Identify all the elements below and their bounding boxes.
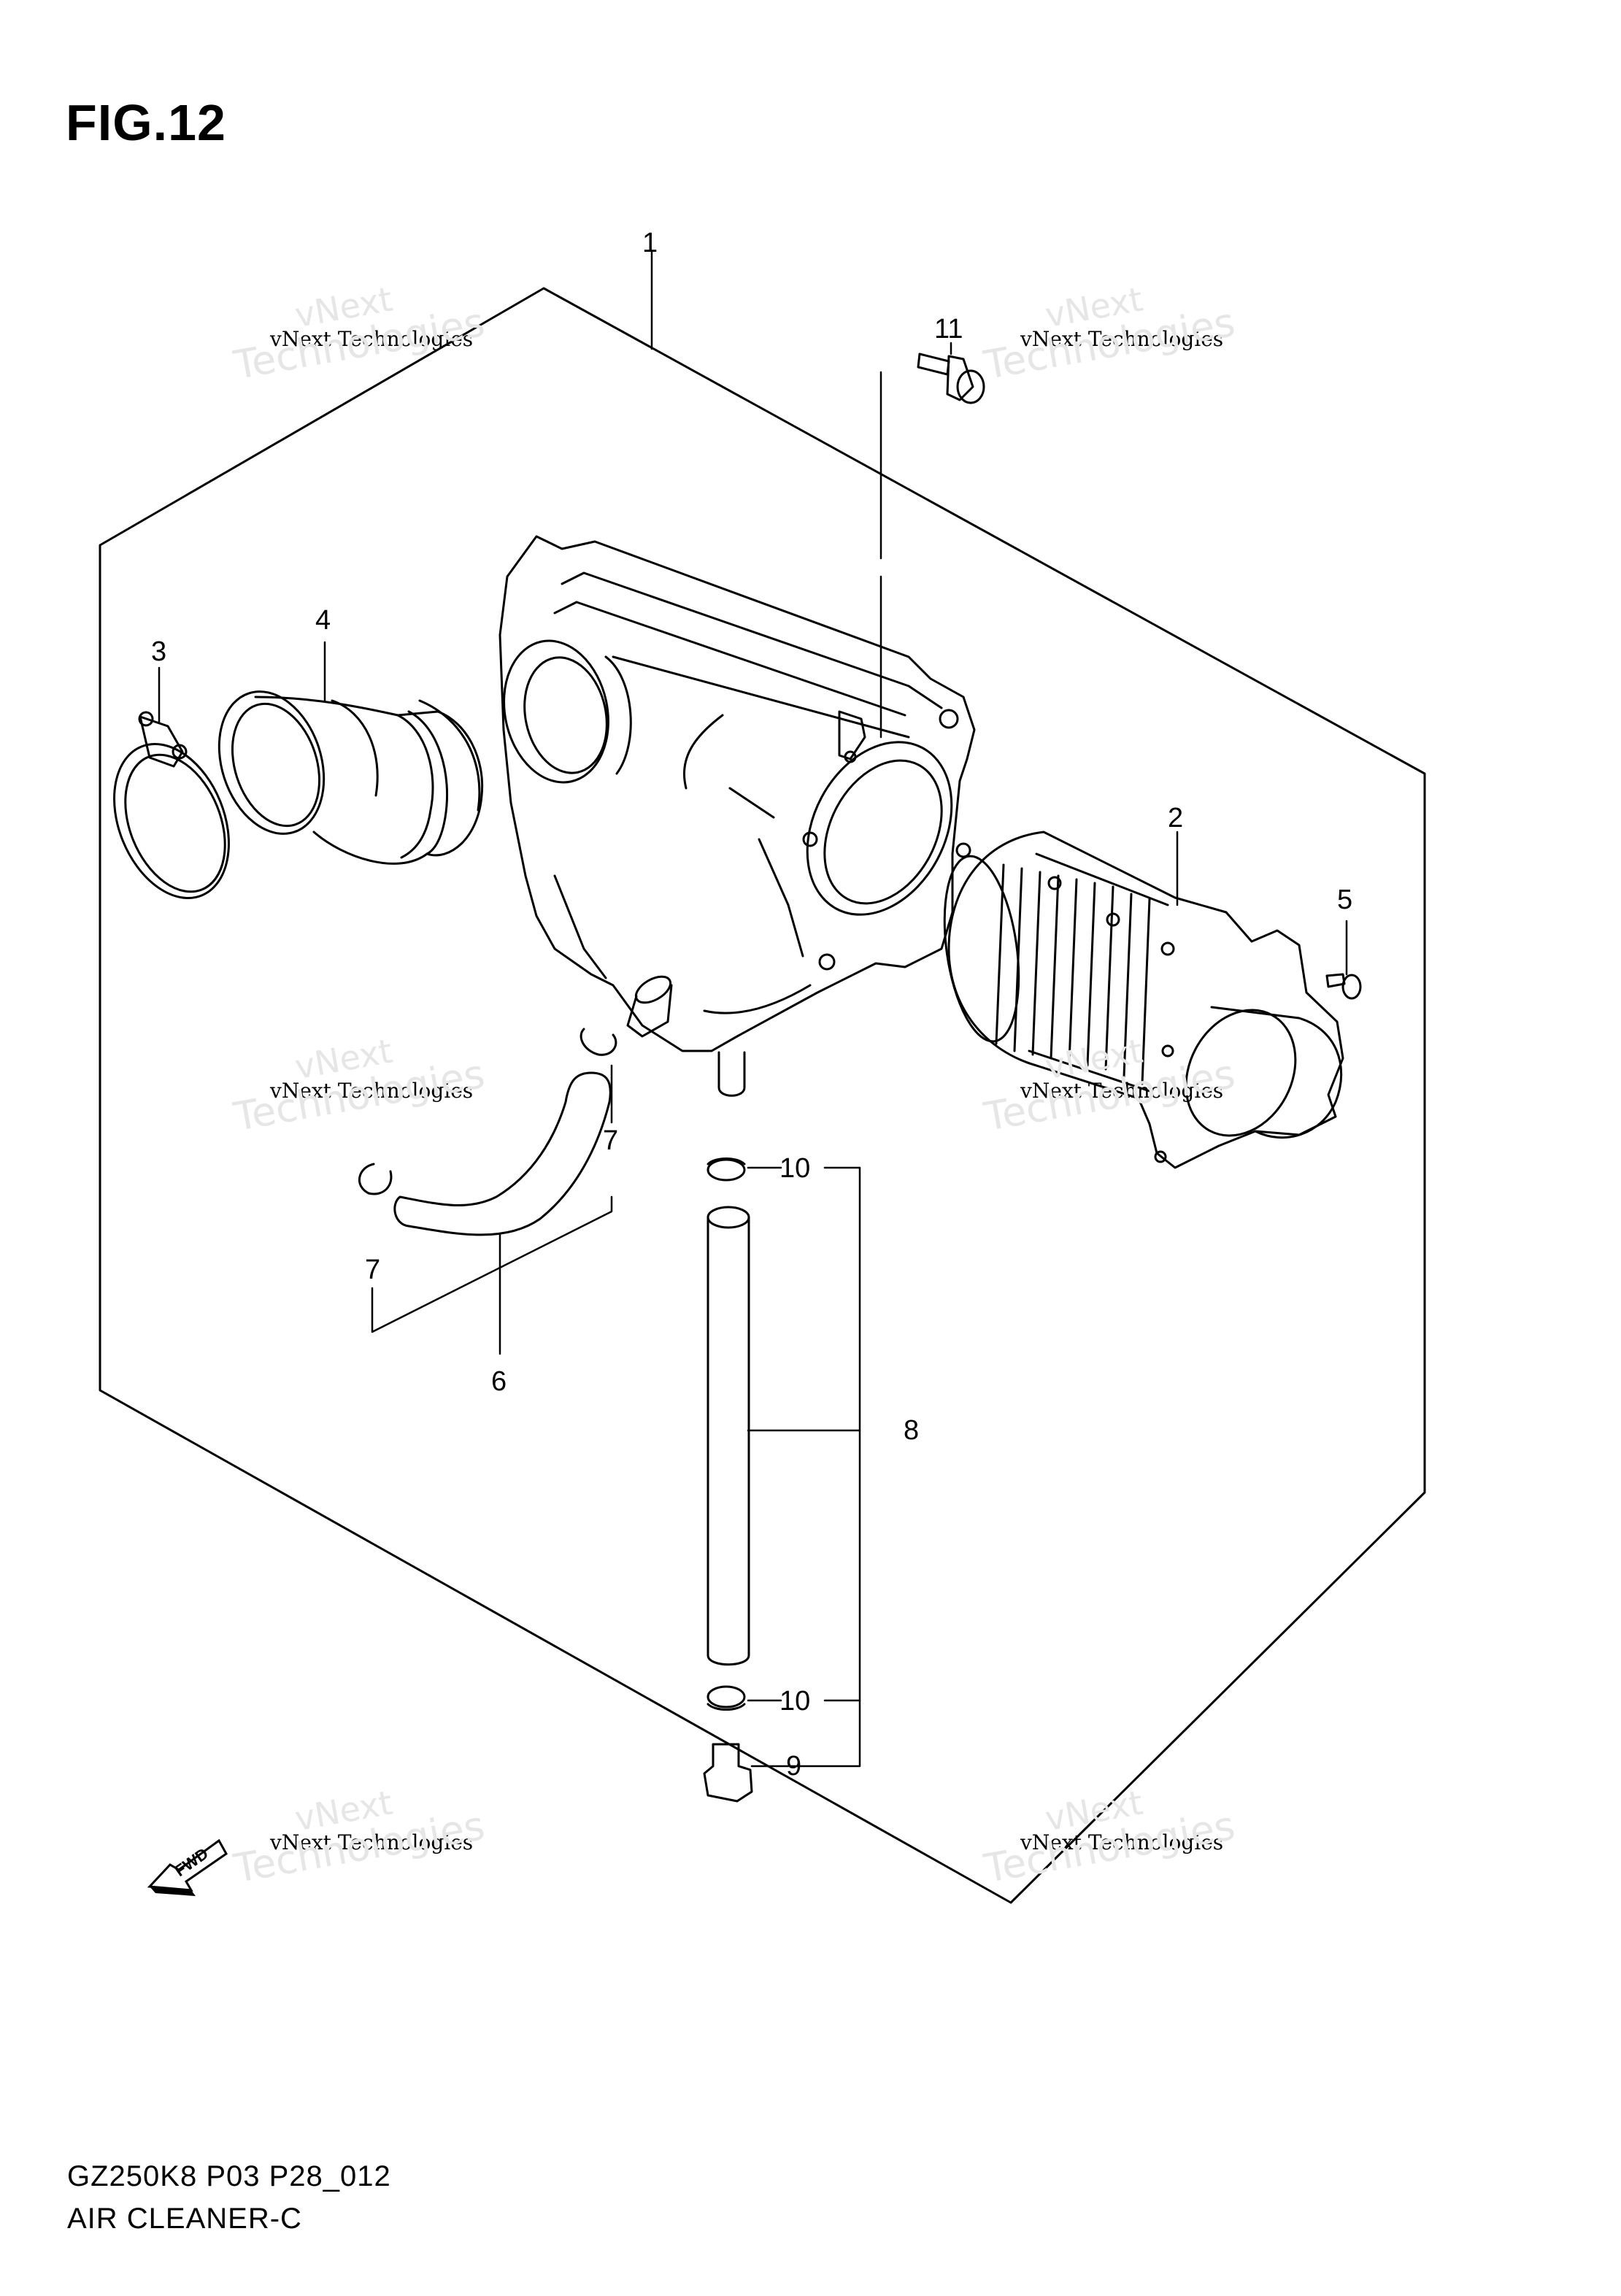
figure-title: FIG.12 — [66, 94, 226, 151]
callout-4: 4 — [315, 605, 331, 636]
intake-duct — [217, 690, 484, 865]
air-cleaner-case — [498, 535, 976, 1097]
callout-7b: 7 — [365, 1255, 380, 1285]
clamp-band — [113, 711, 230, 899]
leader-lines — [158, 250, 1348, 1768]
callout-11: 11 — [934, 314, 963, 344]
breather-hose — [358, 1028, 617, 1236]
callout-5: 5 — [1337, 885, 1352, 915]
callout-8: 8 — [904, 1415, 919, 1446]
callout-7a: 7 — [603, 1125, 618, 1156]
drain-tube-assembly — [703, 1157, 753, 1803]
bolt — [917, 353, 985, 404]
callout-3: 3 — [151, 636, 166, 667]
filter-element — [943, 831, 1344, 1169]
model-code: GZ250K8 P03 P28_012 — [67, 2160, 391, 2192]
callout-6: 6 — [491, 1366, 507, 1397]
callout-1: 1 — [642, 228, 658, 258]
screw-small — [1325, 973, 1362, 1000]
callout-10b: 10 — [779, 1686, 810, 1717]
callout-2: 2 — [1168, 803, 1183, 833]
callout-9: 9 — [786, 1751, 801, 1781]
diagram-caption: AIR CLEANER-C — [67, 2203, 302, 2235]
forward-arrow-icon: FWD — [147, 1838, 228, 1896]
assembly-boundary — [99, 287, 1426, 1904]
callout-10a: 10 — [779, 1153, 810, 1184]
